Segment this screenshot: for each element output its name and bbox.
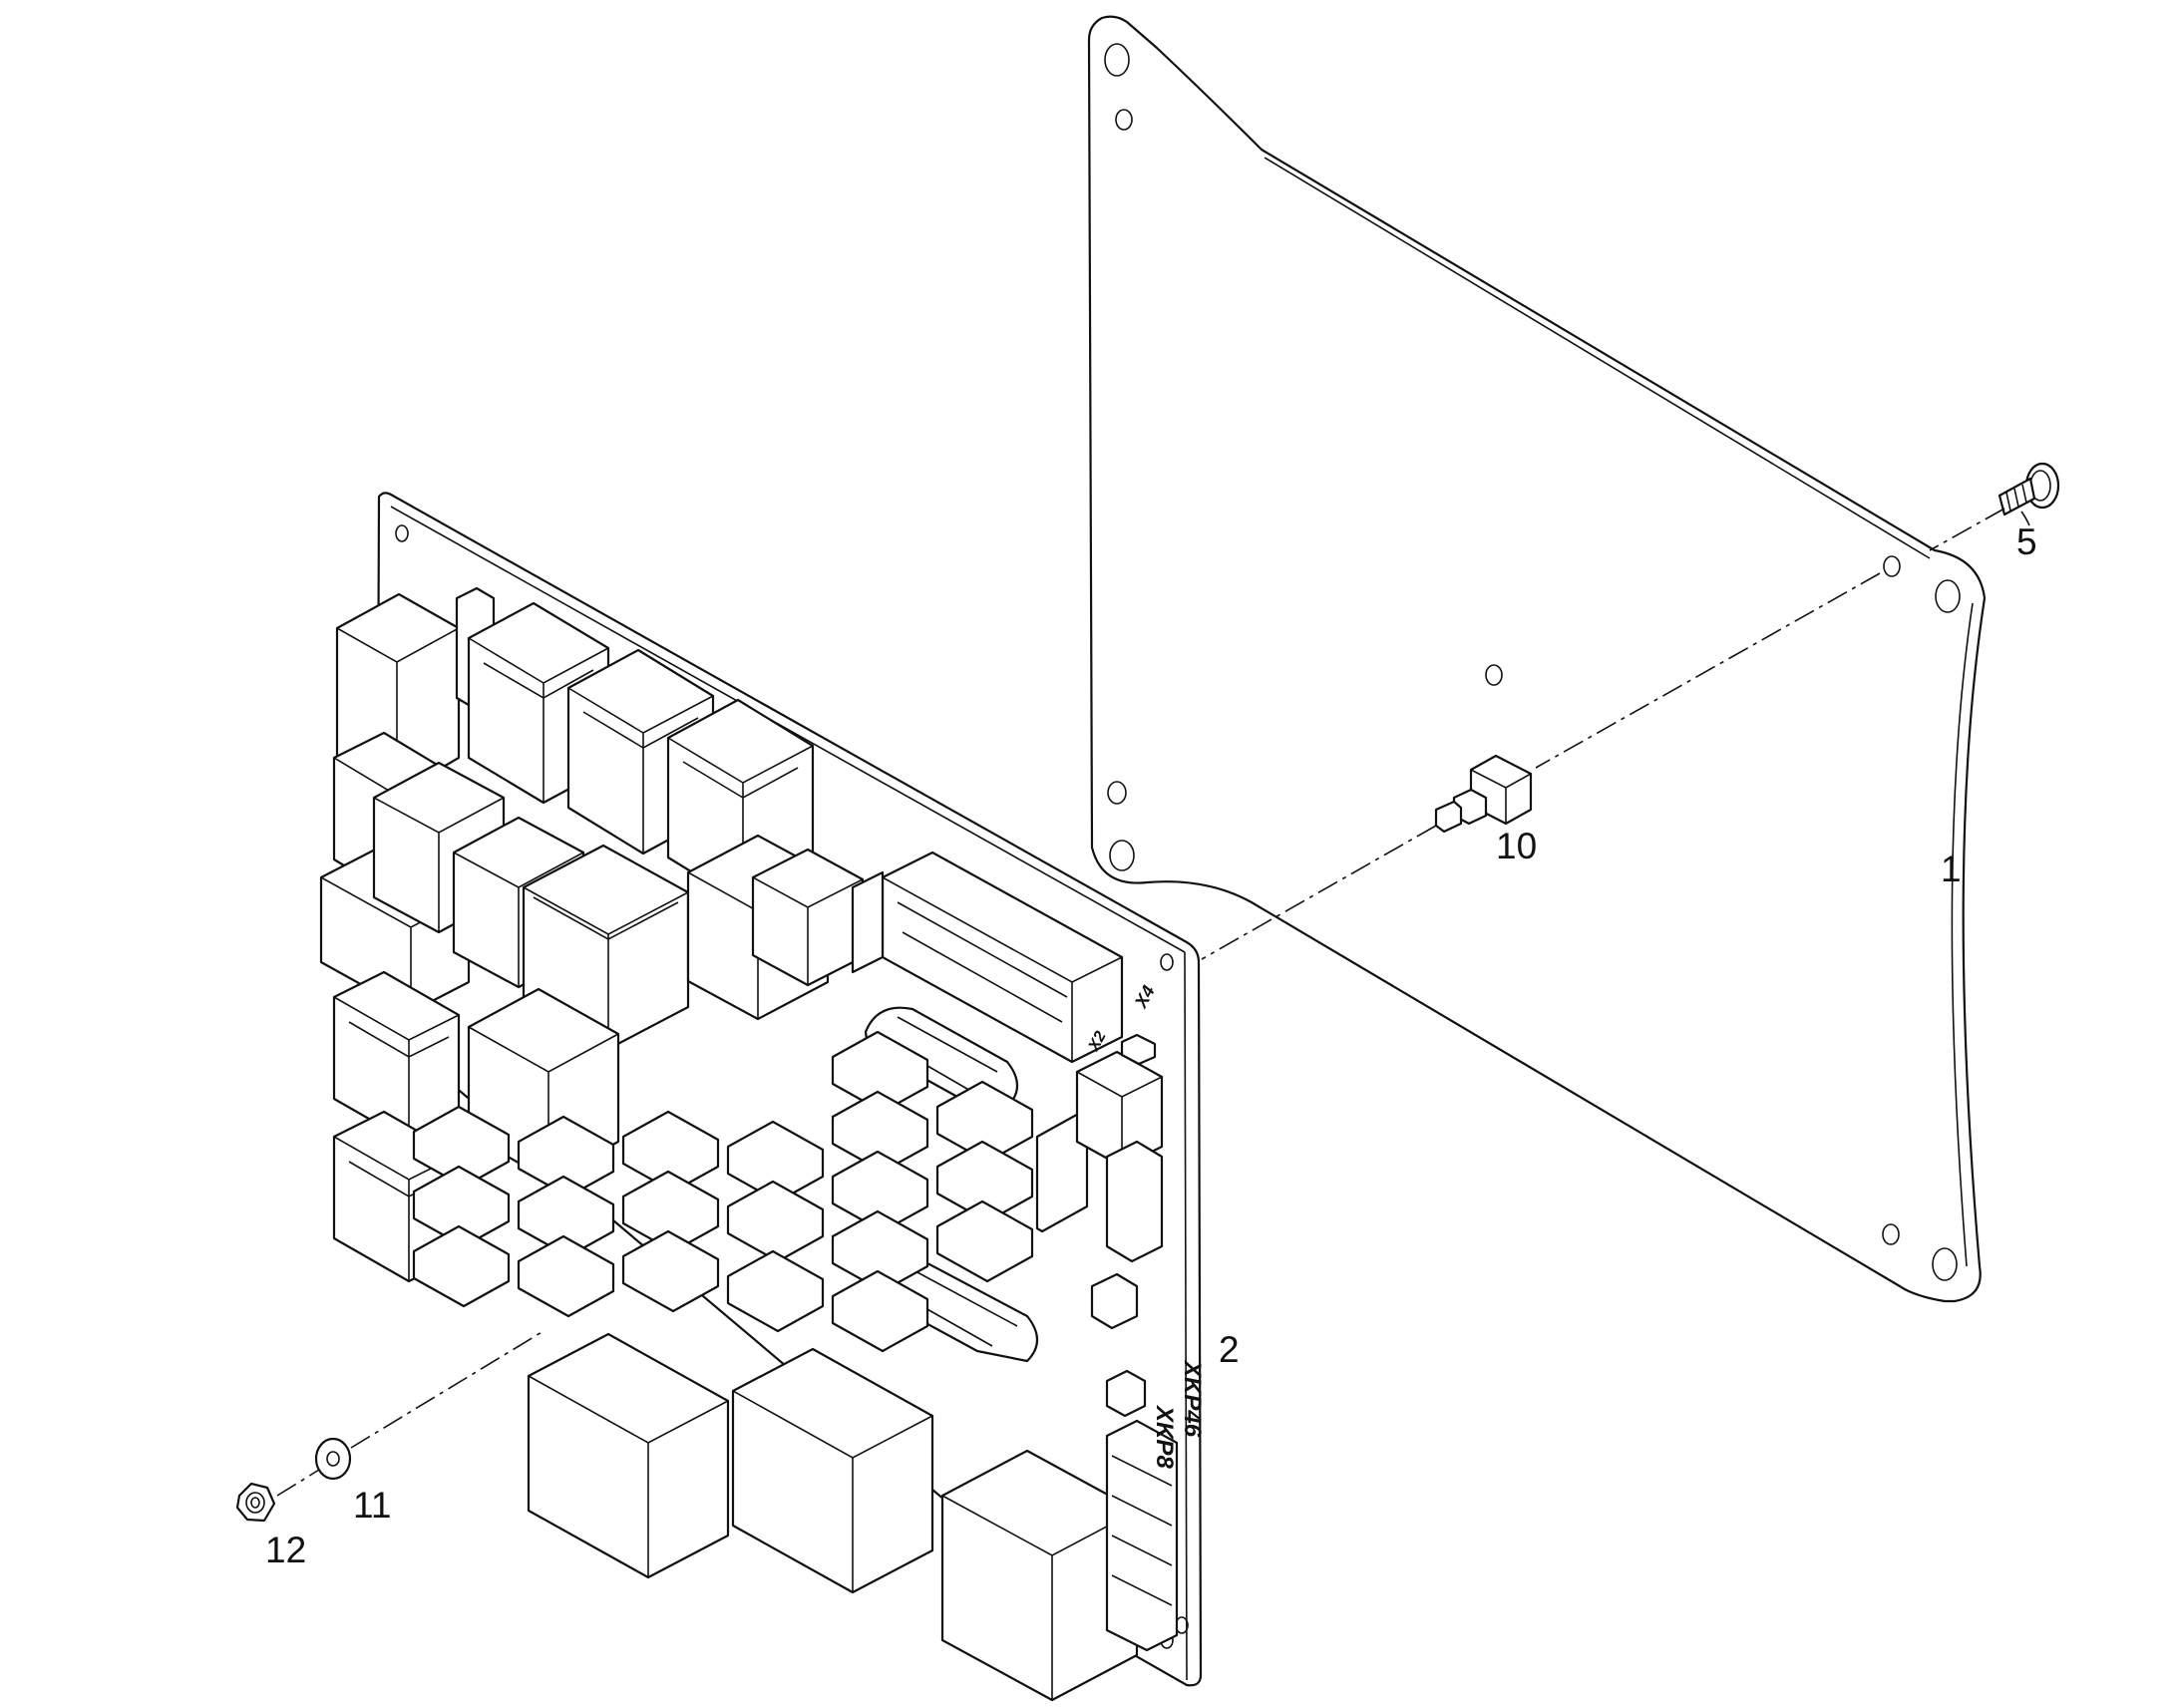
standoff-part-10 xyxy=(1434,754,1533,834)
board-marking-xkp8: XKP8 xyxy=(1151,1404,1178,1469)
callout-2: 2 xyxy=(1219,1329,1240,1370)
callout-1: 1 xyxy=(1941,849,1962,889)
screw-part-5 xyxy=(1998,462,2060,516)
washer-part-11 xyxy=(314,1437,352,1481)
fuse-bank xyxy=(412,1030,1089,1353)
callout-11: 11 xyxy=(353,1485,391,1526)
callout-leader-5 xyxy=(2020,511,2030,526)
assembly-center-lines xyxy=(276,508,2005,1497)
callout-12: 12 xyxy=(265,1530,306,1570)
callout-10: 10 xyxy=(1496,826,1537,866)
callout-5: 5 xyxy=(2016,521,2037,562)
relay-board: X4 X2 XKP46 XKP8 xyxy=(319,492,1206,1702)
mounting-plate xyxy=(1087,15,1987,1303)
nut-part-12 xyxy=(235,1482,276,1523)
board-marking-xkp46: XKP46 xyxy=(1179,1359,1206,1438)
